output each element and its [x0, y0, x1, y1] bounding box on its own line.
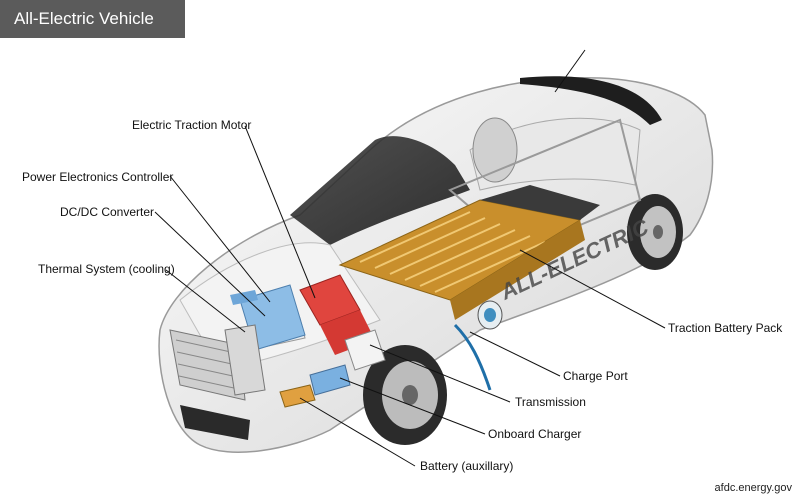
- label-traction-battery-pack: Traction Battery Pack: [668, 321, 783, 335]
- label-transmission: Transmission: [515, 395, 586, 409]
- page-title: All-Electric Vehicle: [0, 0, 185, 38]
- front-wheel: [363, 345, 447, 445]
- label-battery-auxiliary: Battery (auxillary): [420, 459, 514, 473]
- rear-wheel: [627, 194, 683, 270]
- windshield: [290, 136, 470, 245]
- charger-block: [309, 364, 351, 396]
- label-power-electronics-controller: Power Electronics Controller: [22, 170, 174, 184]
- motor-block: [299, 274, 375, 355]
- source-credit: afdc.energy.gov: [714, 482, 792, 494]
- battery-pack: [338, 185, 600, 320]
- transmission-block: [344, 329, 386, 371]
- leader-lines: [154, 49, 666, 467]
- front-grille: [169, 329, 246, 401]
- label-thermal-system: Thermal System (cooling): [38, 262, 175, 276]
- label-electric-traction-motor: Electric Traction Motor: [132, 118, 252, 132]
- lower-grille: [180, 405, 250, 440]
- label-onboard-charger: Onboard Charger: [488, 427, 582, 441]
- label-dc-dc-converter: DC/DC Converter: [60, 205, 155, 219]
- label-charge-port: Charge Port: [563, 369, 628, 383]
- radiator: [224, 324, 266, 396]
- roof-trim: [520, 76, 662, 125]
- charge-port: [453, 300, 503, 391]
